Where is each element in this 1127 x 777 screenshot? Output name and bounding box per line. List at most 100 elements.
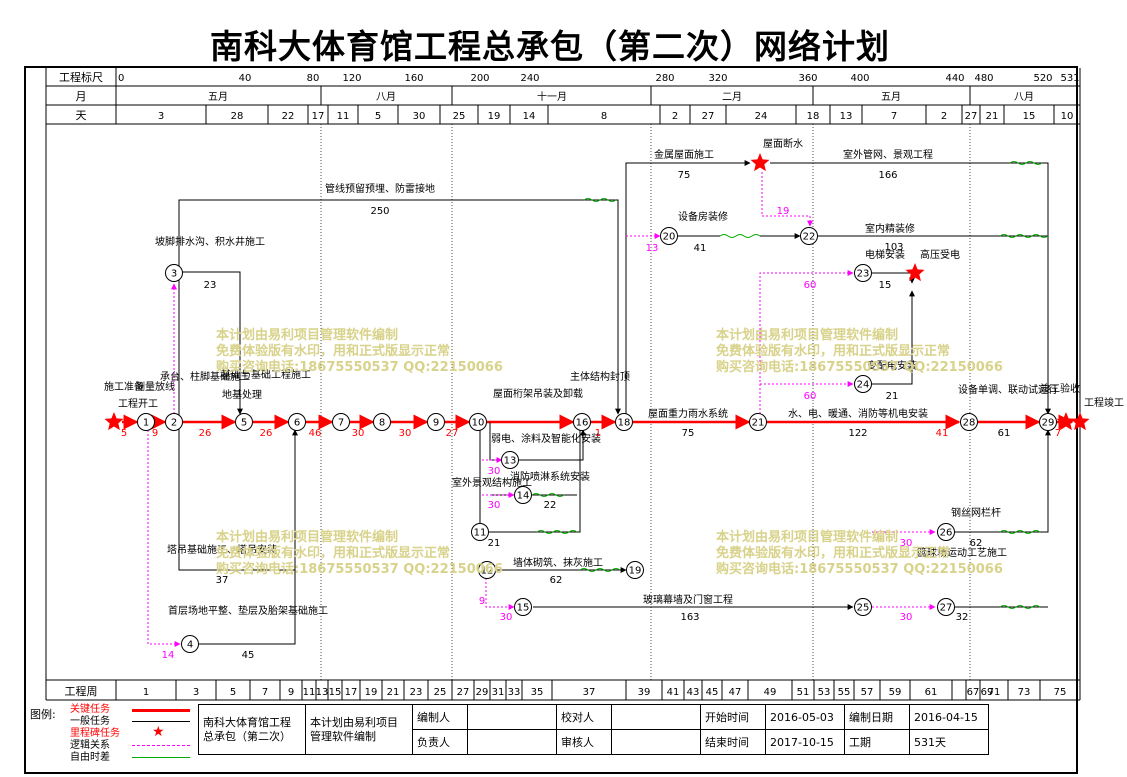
week-cell: 29 bbox=[476, 687, 489, 698]
node-3[interactable]: 3 bbox=[165, 264, 183, 282]
duration-label: 37 bbox=[216, 575, 229, 586]
week-cell: 21 bbox=[387, 687, 400, 698]
node-number: 8 bbox=[379, 418, 385, 429]
node-number: 2 bbox=[171, 418, 177, 429]
node-9[interactable]: 9 bbox=[427, 413, 445, 431]
day-cell: 18 bbox=[807, 111, 820, 122]
node-22[interactable]: 22 bbox=[800, 227, 818, 245]
legend-item: 一般任务 bbox=[70, 716, 200, 728]
duration-label: 62 bbox=[970, 538, 983, 549]
activity-label: 屋面桁架吊装及卸载 bbox=[493, 387, 583, 400]
activity-label: 屋面重力雨水系统 bbox=[648, 407, 728, 420]
activity-label: 消防喷淋系统安装 bbox=[510, 470, 590, 483]
duration-label: 7 bbox=[1055, 428, 1061, 439]
week-cell: 25 bbox=[434, 687, 447, 698]
scale-tick: 440 bbox=[945, 73, 964, 84]
day-cell: 2 bbox=[672, 111, 678, 122]
lag-label: 9 bbox=[479, 596, 485, 607]
compile-date-value: 2016-04-15 bbox=[909, 704, 989, 730]
activity-label: 施工准备 bbox=[104, 380, 144, 393]
week-cell: 73 bbox=[1018, 687, 1031, 698]
node-number: 24 bbox=[857, 380, 870, 391]
milestone-star-icon bbox=[1056, 412, 1076, 431]
scale-tick: 240 bbox=[520, 73, 539, 84]
node-number: 3 bbox=[171, 269, 177, 280]
node-21[interactable]: 21 bbox=[749, 413, 767, 431]
node-25[interactable]: 25 bbox=[854, 598, 872, 616]
node-2[interactable]: 2 bbox=[165, 413, 183, 431]
node-18[interactable]: 18 bbox=[615, 413, 633, 431]
compiler-value bbox=[467, 704, 557, 730]
node-24[interactable]: 24 bbox=[854, 375, 872, 393]
week-cell: 23 bbox=[410, 687, 423, 698]
scale-tick: 520 bbox=[1033, 73, 1052, 84]
node-10[interactable]: 10 bbox=[469, 413, 487, 431]
node-number: 9 bbox=[433, 418, 439, 429]
node-23[interactable]: 23 bbox=[854, 264, 872, 282]
lag-label: 14 bbox=[162, 650, 175, 661]
info-table: 南科大体育馆工程总承包（第二次） 本计划由易利项目管理软件编制 编制人 校对人 … bbox=[198, 704, 989, 755]
legend-label: 图例: bbox=[30, 708, 56, 721]
checker-value bbox=[611, 704, 701, 730]
node-15[interactable]: 15 bbox=[514, 598, 532, 616]
node-number: 28 bbox=[963, 418, 976, 429]
month-cell: 八月 bbox=[376, 91, 396, 103]
node-number: 29 bbox=[1042, 418, 1055, 429]
node-19[interactable]: 19 bbox=[626, 561, 644, 579]
activity-label: 墙体砌筑、抹灰施工 bbox=[513, 556, 603, 569]
scale-tick: 531 bbox=[1060, 73, 1079, 84]
node-12[interactable]: 12 bbox=[478, 561, 496, 579]
node-number: 6 bbox=[294, 418, 300, 429]
node-4[interactable]: 4 bbox=[181, 635, 199, 653]
node-13[interactable]: 13 bbox=[501, 451, 519, 469]
node-20[interactable]: 20 bbox=[660, 227, 678, 245]
lag-label: 30 bbox=[500, 612, 513, 623]
legend-item: 里程碑任务★ bbox=[70, 725, 200, 740]
node-11[interactable]: 11 bbox=[471, 523, 489, 541]
lag-label: 19 bbox=[777, 206, 790, 217]
week-cell: 5 bbox=[230, 687, 236, 698]
node-number: 4 bbox=[187, 640, 193, 651]
week-cell: 9 bbox=[288, 687, 294, 698]
week-cell: 67 bbox=[967, 687, 980, 698]
node-29[interactable]: 29 bbox=[1039, 413, 1057, 431]
legend-item-label: 关键任务 bbox=[70, 704, 110, 715]
activity-label: 承台、柱脚基础施工 bbox=[160, 370, 250, 383]
page-title: 南科大体育馆工程总承包（第二次）网络计划 bbox=[210, 27, 890, 66]
node-number: 21 bbox=[752, 418, 765, 429]
owner-value bbox=[467, 729, 557, 755]
milestone-star-icon bbox=[104, 412, 124, 431]
duration-label: 27 bbox=[446, 428, 459, 439]
day-cell: 2 bbox=[941, 111, 947, 122]
week-cell: 61 bbox=[925, 687, 938, 698]
node-1[interactable]: 1 bbox=[137, 413, 155, 431]
duration-label: 5 bbox=[121, 428, 127, 439]
end-value: 2017-10-15 bbox=[765, 729, 845, 755]
legend-swatch bbox=[132, 721, 190, 722]
scale-tick: 360 bbox=[798, 73, 817, 84]
milestone-label: 工程开工 bbox=[118, 398, 158, 410]
node-5[interactable]: 5 bbox=[235, 413, 253, 431]
milestone-star-icon bbox=[750, 153, 770, 172]
node-8[interactable]: 8 bbox=[373, 413, 391, 431]
duration-label: 45 bbox=[242, 650, 255, 661]
week-cell: 27 bbox=[457, 687, 470, 698]
node-6[interactable]: 6 bbox=[288, 413, 306, 431]
day-cell: 27 bbox=[965, 111, 978, 122]
week-cell: 13 bbox=[316, 687, 329, 698]
scale-tick: 80 bbox=[307, 73, 320, 84]
start-value: 2016-05-03 bbox=[765, 704, 845, 730]
activity-label: 坡脚排水沟、积水井施工 bbox=[155, 235, 265, 248]
node-16[interactable]: 16 bbox=[573, 413, 591, 431]
node-27[interactable]: 27 bbox=[937, 598, 955, 616]
week-cell: 39 bbox=[638, 687, 651, 698]
week-cell: 53 bbox=[818, 687, 831, 698]
duration-label: 41 bbox=[936, 428, 949, 439]
node-7[interactable]: 7 bbox=[332, 413, 350, 431]
node-26[interactable]: 26 bbox=[937, 523, 955, 541]
week-cell: 57 bbox=[861, 687, 874, 698]
activity-label: 室外景观结构施工 bbox=[452, 476, 532, 489]
node-number: 23 bbox=[857, 269, 870, 280]
node-28[interactable]: 28 bbox=[960, 413, 978, 431]
node-14[interactable]: 14 bbox=[514, 486, 532, 504]
